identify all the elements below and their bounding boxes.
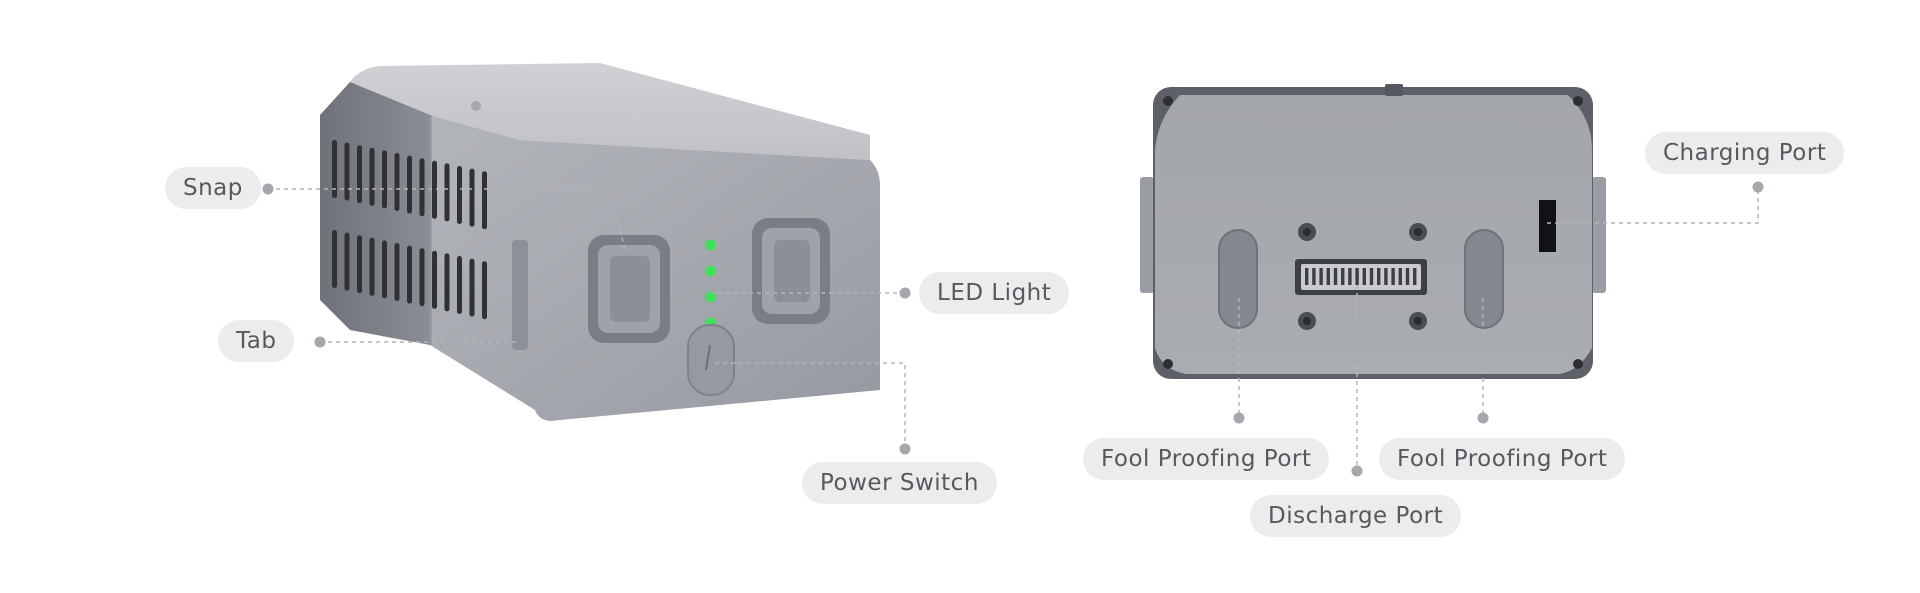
center-screws — [1298, 223, 1427, 330]
battery-top-surface — [350, 63, 870, 160]
left-callout-lines — [268, 188, 906, 449]
battery-front-view — [262, 63, 911, 455]
right-side-tab — [1592, 177, 1606, 293]
right-callout-dots — [1233, 181, 1764, 477]
led-indicators — [704, 239, 716, 329]
led-dot — [704, 239, 716, 251]
corner-screws — [1163, 96, 1583, 369]
right-socket — [752, 218, 830, 324]
left-callout-dots — [262, 101, 911, 455]
label-fool-proofing-port-left: Fool Proofing Port — [1083, 438, 1330, 480]
led-dot — [704, 291, 716, 303]
left-side-tab — [1140, 177, 1154, 293]
label-led-light: LED Light — [919, 272, 1070, 314]
label-charging-port: Charging Port — [1645, 132, 1845, 174]
label-tab: Tab — [218, 320, 295, 362]
power-switch-button — [687, 324, 735, 396]
discharge-port — [1295, 259, 1427, 295]
fool-proofing-port-left — [1218, 229, 1258, 329]
right-callout-lines — [1238, 187, 1759, 471]
charging-port — [1539, 200, 1556, 252]
battery-back-view — [1140, 84, 1764, 477]
label-discharge-port: Discharge Port — [1250, 495, 1462, 537]
battery-side-panel — [320, 82, 430, 345]
tab-clip — [512, 240, 528, 350]
vent-slots — [332, 140, 487, 320]
fool-proofing-port-right — [1464, 229, 1504, 329]
label-fool-proofing-port-right: Fool Proofing Port — [1379, 438, 1626, 480]
label-snap: Snap — [165, 167, 261, 209]
left-socket — [588, 235, 670, 343]
led-dot — [704, 265, 716, 277]
label-power-switch: Power Switch — [802, 462, 997, 504]
back-plate — [1155, 95, 1592, 374]
